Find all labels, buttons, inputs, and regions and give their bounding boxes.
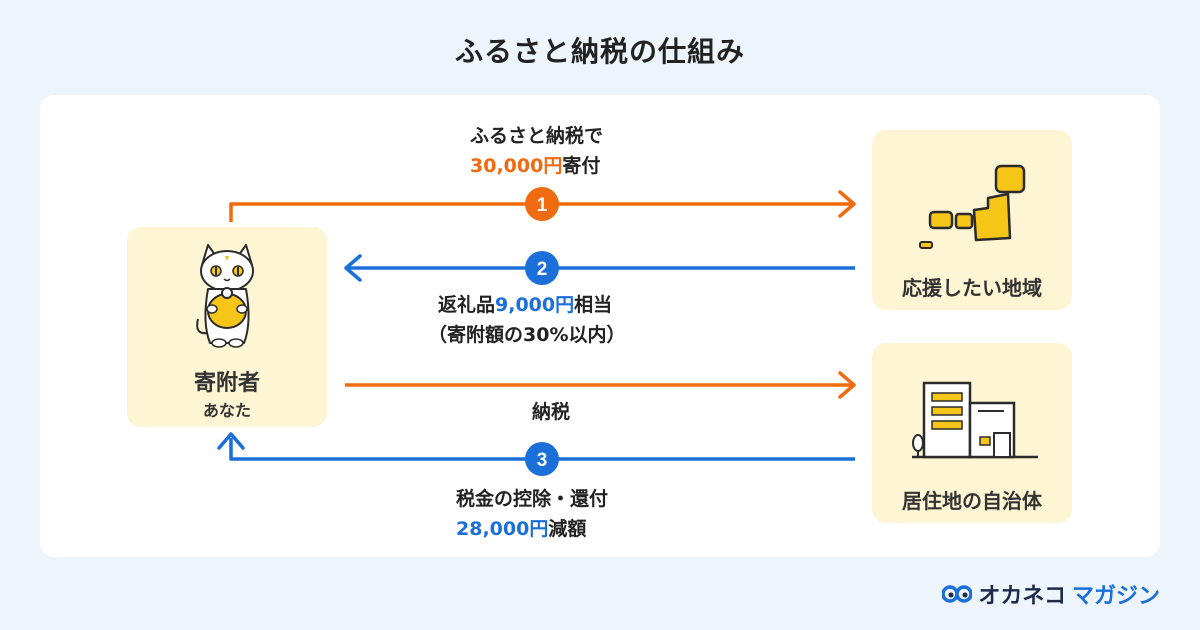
step-3-line2: 28,000円減額: [456, 514, 608, 544]
arrow-deduction: [229, 438, 855, 461]
step-3-badge: 3: [525, 442, 559, 476]
region-label: 応援したい地域: [902, 276, 1042, 300]
step-2-number: 2: [537, 259, 548, 280]
donor-box: 寄附者 あなた: [127, 227, 327, 427]
japan-map-icon: [919, 164, 1026, 249]
arrow-tax-head: [838, 371, 856, 399]
region-box: 応援したい地域: [872, 130, 1072, 310]
step-1-number: 1: [537, 195, 548, 216]
municipality-label: 居住地の自治体: [902, 489, 1042, 513]
cat-eyes-icon: [942, 585, 973, 603]
step-1-amount: 30,000円: [470, 155, 563, 177]
step-2-badge: 2: [525, 251, 559, 285]
step-1-badge: 1: [525, 187, 559, 221]
donor-sublabel: あなた: [202, 401, 251, 420]
cat-illustration: [196, 244, 254, 348]
step-1-line2: 30,000円寄付: [470, 151, 603, 181]
arrow-donation: [229, 202, 852, 222]
step-2-line1: 返礼品9,000円相当: [438, 290, 625, 320]
tax-label: 納税: [532, 401, 571, 423]
step-1-suffix: 寄付: [562, 155, 601, 177]
step-3-number: 3: [537, 450, 548, 471]
step-1-line1: ふるさと納税で: [470, 125, 604, 147]
step-2-amount: 9,000円: [495, 294, 575, 316]
page-title: ふるさと納税の仕組み: [454, 35, 745, 68]
municipality-box: 居住地の自治体: [872, 343, 1072, 523]
step-2-suffix: 相当: [574, 294, 613, 316]
step-2-line2: （寄附額の30%以内）: [428, 324, 626, 346]
step-1-label: ふるさと納税で 30,000円寄付: [470, 121, 603, 181]
donor-label: 寄附者: [193, 371, 260, 396]
arrow-deduction-head: [217, 432, 245, 450]
brand-logo: オカネコマガジン: [942, 580, 1160, 609]
logo-text-magazine: マガジン: [1071, 584, 1160, 609]
step-2-label: 返礼品9,000円相当 （寄附額の30%以内）: [428, 290, 625, 350]
city-hall-icon: [912, 381, 1038, 459]
step-3-line1: 税金の控除・還付: [456, 488, 609, 510]
arrow-return-gift-head: [344, 254, 362, 282]
arrow-donation-head: [838, 190, 856, 218]
step-2-prefix: 返礼品: [438, 294, 496, 316]
logo-text-okaneko: オカネコ: [978, 584, 1066, 609]
step-3-amount: 28,000円: [456, 518, 549, 540]
step-3-suffix: 減額: [548, 518, 587, 540]
step-3-label: 税金の控除・還付 28,000円減額: [456, 484, 608, 544]
